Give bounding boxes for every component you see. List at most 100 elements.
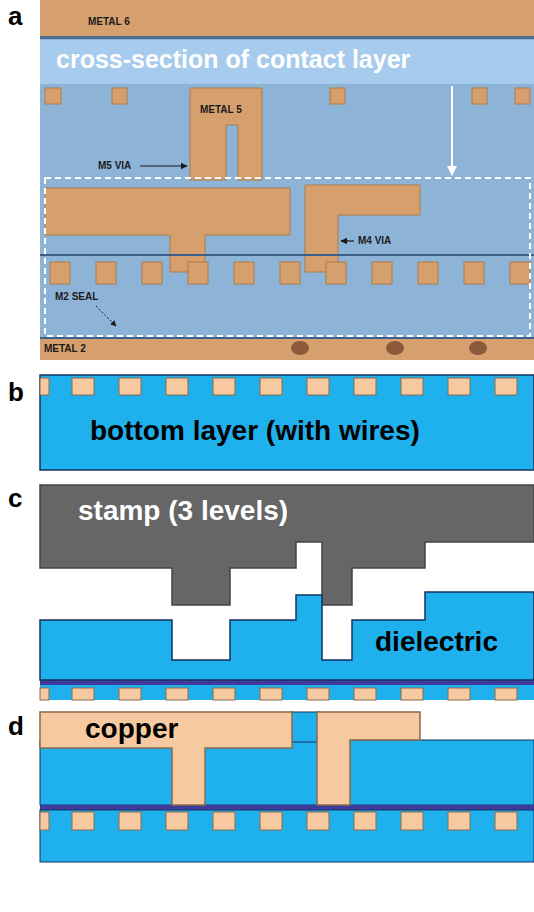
metal-wire <box>464 262 484 284</box>
metal4-structure <box>305 185 420 272</box>
panel-letter: c <box>8 484 22 513</box>
wire <box>495 378 517 395</box>
via-bump <box>386 341 404 355</box>
via-bump <box>291 341 309 355</box>
wire <box>72 688 94 700</box>
bottom-layer <box>40 685 534 700</box>
wire <box>260 378 282 395</box>
dielectric-layer <box>290 712 319 742</box>
wire <box>119 688 141 700</box>
metal-wire <box>280 262 300 284</box>
metal-block <box>472 88 487 104</box>
shape-fill <box>40 712 292 805</box>
layer-band: bottom layer (with wires) <box>40 375 534 470</box>
metal-wire <box>418 262 438 284</box>
layer-name: METAL 6 <box>88 16 130 27</box>
shape-fill <box>40 375 534 470</box>
wire <box>401 688 423 700</box>
shape-fill <box>317 712 420 805</box>
dashed-outline <box>45 178 530 336</box>
metal2-band <box>40 339 534 360</box>
metal-wire <box>326 262 346 284</box>
wire <box>307 378 329 395</box>
layer-name: METAL 2 <box>44 343 86 354</box>
wire <box>307 812 329 830</box>
wires <box>40 812 517 830</box>
wire <box>448 378 470 395</box>
node-text: bottom layer (with wires) <box>90 417 420 445</box>
panel-letter: a <box>8 2 22 31</box>
leader-arrow <box>140 165 187 166</box>
wire <box>448 812 470 830</box>
wire <box>166 688 188 700</box>
highlight-band <box>40 40 534 84</box>
wire <box>354 378 376 395</box>
leader-arrow <box>96 306 116 326</box>
wires <box>40 688 517 700</box>
wire <box>119 378 141 395</box>
wire <box>448 688 470 700</box>
dielectric-layer <box>40 740 534 805</box>
metal3-wires <box>50 262 530 284</box>
wire <box>40 688 49 700</box>
wire <box>213 688 235 700</box>
barrier-line <box>40 805 534 810</box>
barrier-line <box>40 337 534 339</box>
panel-heading: cross-section of contact layer <box>56 46 410 74</box>
metal-wire <box>96 262 116 284</box>
metal-wire <box>142 262 162 284</box>
barrier-line <box>40 36 534 39</box>
wire <box>307 688 329 700</box>
barrier-line <box>40 254 534 256</box>
shape-fill <box>40 485 534 605</box>
metal-block <box>330 88 345 104</box>
wire <box>401 812 423 830</box>
wires <box>40 378 517 395</box>
wire <box>495 812 517 830</box>
panel-letter: b <box>8 378 24 407</box>
metal5-structure <box>190 88 262 180</box>
metal-block <box>112 88 127 104</box>
wire <box>260 688 282 700</box>
wire <box>213 812 235 830</box>
wire <box>166 812 188 830</box>
layer-name: METAL 5 <box>200 104 242 115</box>
wire <box>354 688 376 700</box>
wire <box>40 812 49 830</box>
copper-shape: copper <box>40 712 420 805</box>
part-name: M5 VIA <box>98 160 131 171</box>
wire <box>72 812 94 830</box>
metal6-band <box>40 0 534 36</box>
wire <box>166 378 188 395</box>
wire <box>354 812 376 830</box>
metal-block <box>45 88 61 104</box>
node-text: dielectric <box>375 628 498 656</box>
bottom-layer <box>40 810 534 862</box>
part-name: M2 SEAL <box>55 291 98 302</box>
metal-wire <box>510 262 530 284</box>
metal-wire <box>188 262 208 284</box>
wire <box>495 688 517 700</box>
wire <box>260 812 282 830</box>
wire <box>40 378 49 395</box>
metal-wire <box>372 262 392 284</box>
micrograph-ground <box>40 0 534 360</box>
dielectric-shape: dielectric <box>40 592 534 680</box>
leader-arrow <box>451 86 453 175</box>
wire <box>119 812 141 830</box>
part-name: M4 VIA <box>358 235 391 246</box>
node-text: stamp (3 levels) <box>78 497 288 525</box>
metal-blocks <box>45 88 530 104</box>
stamp-shape: stamp (3 levels) <box>40 485 534 605</box>
node-text: copper <box>85 715 178 743</box>
wire <box>72 378 94 395</box>
metal-wire <box>234 262 254 284</box>
metal-block <box>515 88 530 104</box>
shape-fill <box>40 592 534 680</box>
wire <box>401 378 423 395</box>
via-bump <box>469 341 487 355</box>
metal4-structure <box>45 188 290 272</box>
metal-wire <box>50 262 70 284</box>
leader-arrow <box>341 240 354 241</box>
